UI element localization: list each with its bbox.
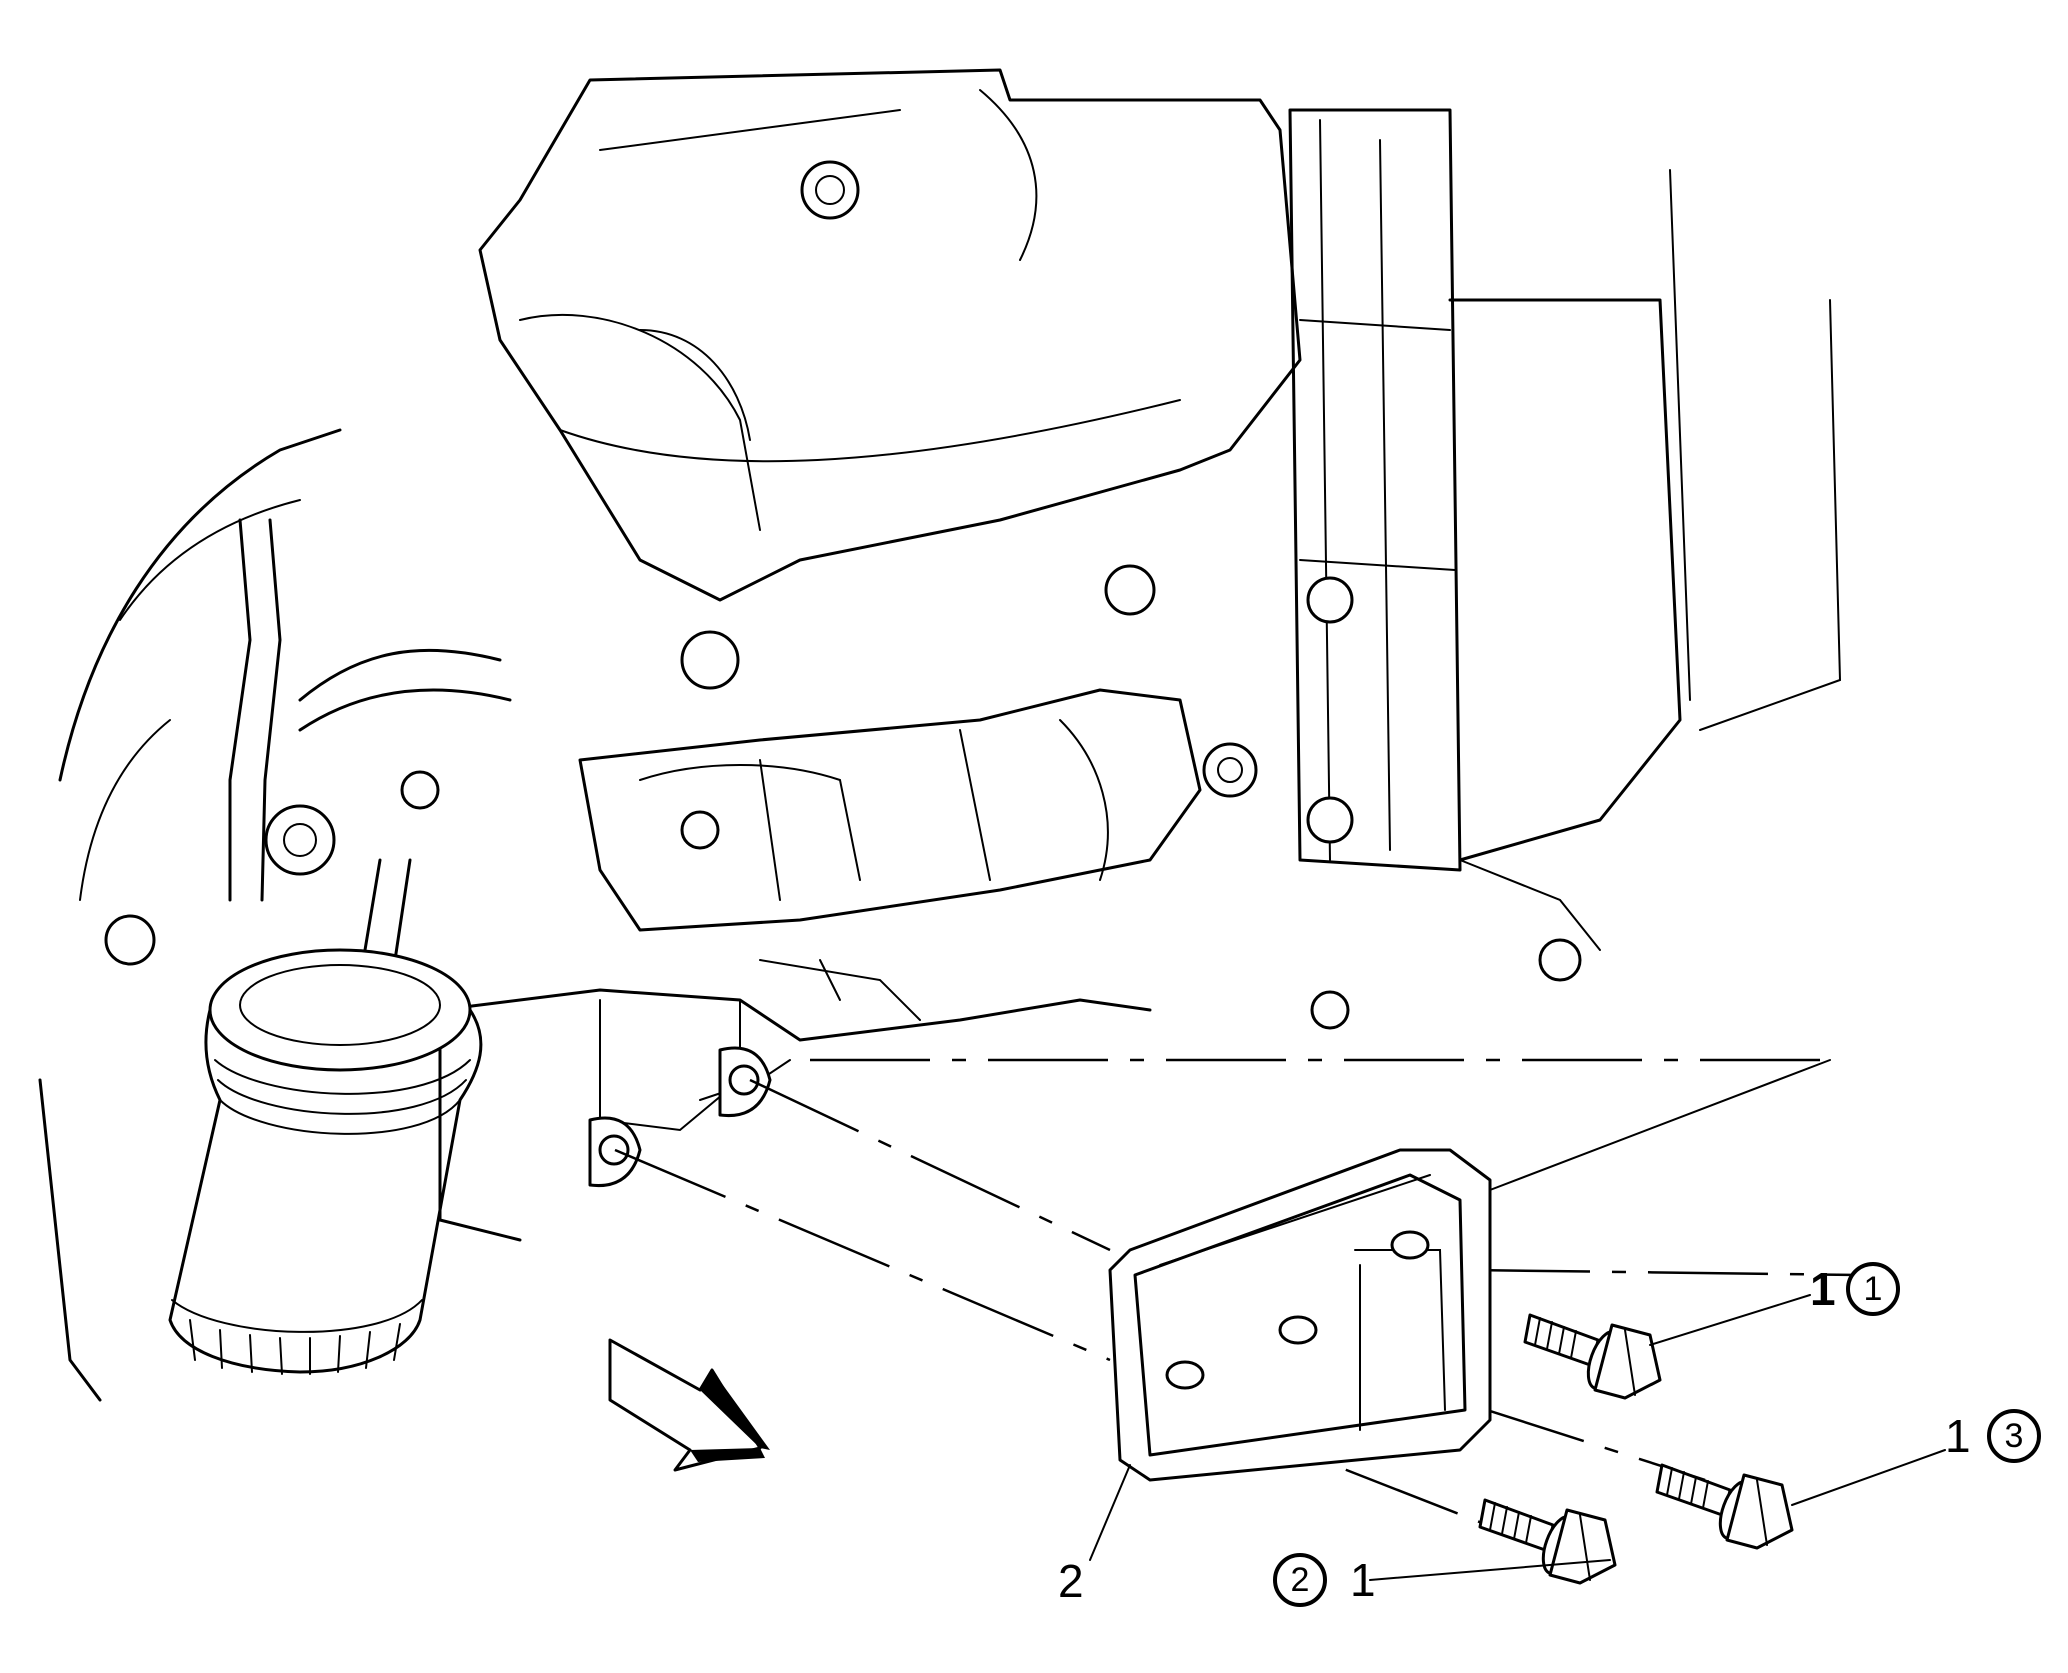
leader-lines — [1089, 1294, 1946, 1581]
bolt-middle — [1655, 1463, 1794, 1550]
callout-bolt-top: 1 1 — [1810, 1262, 1900, 1316]
bolt-bottom — [1478, 1498, 1617, 1585]
callout-bracket: 2 — [1058, 1555, 1084, 1607]
sequence-number: 1 — [1864, 1270, 1883, 1308]
callout-number: 1 — [1810, 1263, 1836, 1315]
callout-bolt-middle: 1 3 — [1945, 1409, 2041, 1463]
sequence-ring — [1987, 1409, 2041, 1463]
sequence-number: 2 — [1291, 1561, 1310, 1599]
callout-number: 2 — [1058, 1555, 1084, 1607]
callout-number: 1 — [1945, 1410, 1971, 1462]
mounting-bracket — [1108, 1148, 1492, 1482]
sequence-ring — [1273, 1553, 1327, 1607]
callout-bolt-bottom: 2 1 — [1273, 1553, 1376, 1607]
sequence-ring — [1846, 1262, 1900, 1316]
forward-arrow-icon — [608, 1338, 770, 1472]
callout-number: 1 — [1350, 1554, 1376, 1606]
sequence-number: 3 — [2005, 1417, 2024, 1455]
engine-assembly — [38, 68, 1842, 1402]
bolt-top — [1523, 1313, 1662, 1400]
